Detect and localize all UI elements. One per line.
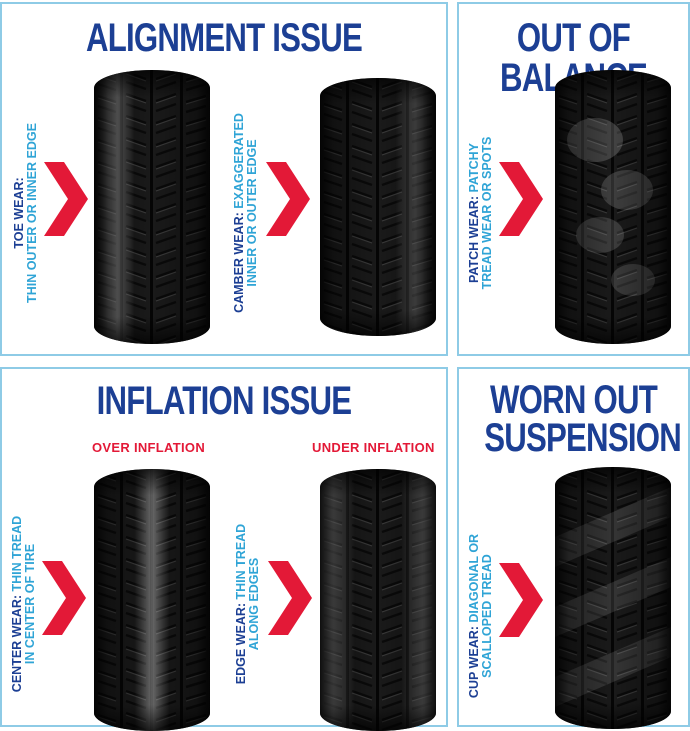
suspension-title-line-1: WORN OUT [489, 378, 658, 422]
tire-camber-wear [320, 78, 436, 336]
over-inflation-label: OVER INFLATION [92, 440, 206, 455]
under-inflation-label: UNDER INFLATION [312, 440, 435, 455]
tire-cup-wear [555, 467, 671, 729]
worn-out-suspension-title: WORN OUT SUSPENSION [484, 378, 682, 458]
center-wear-text-1: THIN TREAD [10, 515, 24, 592]
alignment-issue-title: ALIGNMENT ISSUE [85, 16, 363, 60]
center-wear-text-2: IN CENTER OF TIRE [23, 543, 37, 665]
camber-wear-text-1: EXAGGERATED [232, 113, 246, 209]
tire-patch-wear [555, 70, 671, 344]
chevron-right-icon [499, 563, 543, 637]
patch-wear-text-1: PATCHY [467, 142, 481, 193]
camber-wear-text-2: INNER OR OUTER EDGE [245, 139, 259, 287]
tire-toe-wear [94, 70, 210, 344]
cup-wear-label: CUP WEAR: DIAGONAL OR SCALLOPED TREAD [467, 516, 494, 716]
alignment-issue-panel: ALIGNMENT ISSUE TOE WEAR: THIN OUTER OR … [0, 2, 448, 356]
chevron-right-icon [268, 561, 312, 635]
tire-edge-wear [320, 469, 436, 731]
patch-wear-text-2: TREAD WEAR OR SPOTS [480, 136, 494, 290]
inflation-issue-panel: INFLATION ISSUE OVER INFLATION UNDER INF… [0, 367, 448, 731]
cup-wear-text-1: DIAGONAL OR [467, 533, 481, 623]
center-wear-label: CENTER WEAR: THIN TREAD IN CENTER OF TIR… [10, 504, 37, 704]
camber-wear-bold: CAMBER WEAR: [232, 212, 246, 313]
cup-wear-bold: CUP WEAR: [467, 626, 481, 699]
chevron-right-icon [499, 162, 543, 236]
camber-wear-label: CAMBER WEAR: EXAGGERATED INNER OR OUTER … [232, 113, 259, 313]
worn-out-suspension-panel: WORN OUT SUSPENSION CUP WEAR: DIAGONAL O… [457, 367, 690, 729]
patch-wear-label: PATCH WEAR: PATCHY TREAD WEAR OR SPOTS [467, 113, 494, 313]
edge-wear-bold: EDGE WEAR: [234, 602, 248, 685]
chevron-right-icon [44, 162, 88, 236]
inflation-issue-title: INFLATION ISSUE [96, 379, 352, 423]
tire-center-wear [94, 469, 210, 731]
edge-wear-label: EDGE WEAR: THIN TREAD ALONG EDGES [234, 504, 261, 704]
toe-wear-bold: TOE WEAR: [12, 177, 26, 249]
suspension-title-line-2: SUSPENSION [484, 416, 682, 460]
cup-wear-text-2: SCALLOPED TREAD [480, 554, 494, 678]
edge-wear-text-2: ALONG EDGES [247, 557, 261, 651]
toe-wear-text: THIN OUTER OR INNER EDGE [25, 123, 39, 303]
chevron-right-icon [42, 561, 86, 635]
patch-wear-bold: PATCH WEAR: [467, 196, 481, 284]
center-wear-bold: CENTER WEAR: [10, 594, 24, 693]
out-of-balance-panel: OUT OF BALANCE PATCH WEAR: PATCHY TREAD … [457, 2, 690, 356]
edge-wear-text-1: THIN TREAD [234, 523, 248, 600]
chevron-right-icon [266, 162, 310, 236]
toe-wear-label: TOE WEAR: THIN OUTER OR INNER EDGE [12, 113, 39, 313]
